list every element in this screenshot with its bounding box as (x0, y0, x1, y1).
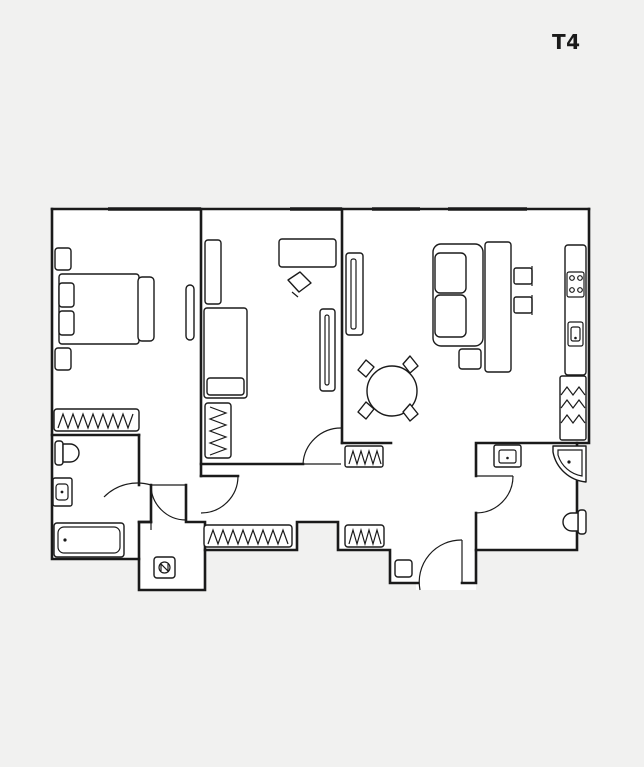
wardrobe-icon (204, 402, 232, 459)
tv-stand-icon (319, 308, 336, 392)
sink-icon (493, 444, 522, 468)
closet-door-icon (150, 484, 187, 521)
chair-icon (357, 355, 419, 422)
bedroom-1-furniture (53, 247, 195, 432)
wardrobe-icon (203, 524, 293, 548)
bed-icon (203, 307, 248, 399)
kitchen-island-icon (484, 241, 512, 373)
mirror-icon (185, 284, 195, 341)
kitchen-counter-icon (559, 244, 587, 441)
doors (103, 427, 514, 591)
interior-walls (50, 207, 579, 561)
entrance-door-icon (418, 539, 463, 591)
hallway-furniture (153, 524, 413, 579)
ottoman-icon (394, 559, 413, 578)
nightstand-icon (54, 347, 72, 371)
sofa-icon (432, 243, 484, 370)
bedroom-2-furniture (203, 238, 337, 459)
stove-icon (566, 271, 585, 298)
desk-icon (278, 238, 337, 268)
toilet-icon (562, 509, 587, 535)
tv-stand-icon (345, 252, 364, 336)
toilet-icon (54, 440, 80, 466)
sink-icon (567, 321, 584, 347)
nightstand-icon (54, 247, 72, 271)
shoe-rack-icon (344, 524, 385, 548)
shoe-rack-icon (344, 445, 384, 468)
shower-icon (552, 445, 587, 483)
shelf-icon (204, 239, 222, 305)
bedroom-2-door-icon (302, 427, 342, 465)
dining-table-icon (357, 355, 419, 422)
bar-stool-icon (513, 266, 533, 315)
chair-icon (287, 271, 312, 298)
wc-door-icon (475, 475, 514, 514)
bathtub-icon (53, 522, 125, 558)
bathroom-door-icon (103, 482, 152, 530)
living-room-furniture (344, 241, 587, 468)
electrical-panel-icon (153, 556, 176, 579)
hall-door-icon (200, 475, 239, 514)
unit-label: T4 (552, 30, 581, 54)
sink-icon (52, 477, 73, 507)
bathroom-fixtures (52, 440, 125, 558)
wardrobe-icon (559, 375, 587, 441)
wardrobe-icon (53, 408, 140, 432)
wc-fixtures (493, 444, 587, 535)
bed-icon (58, 273, 155, 345)
